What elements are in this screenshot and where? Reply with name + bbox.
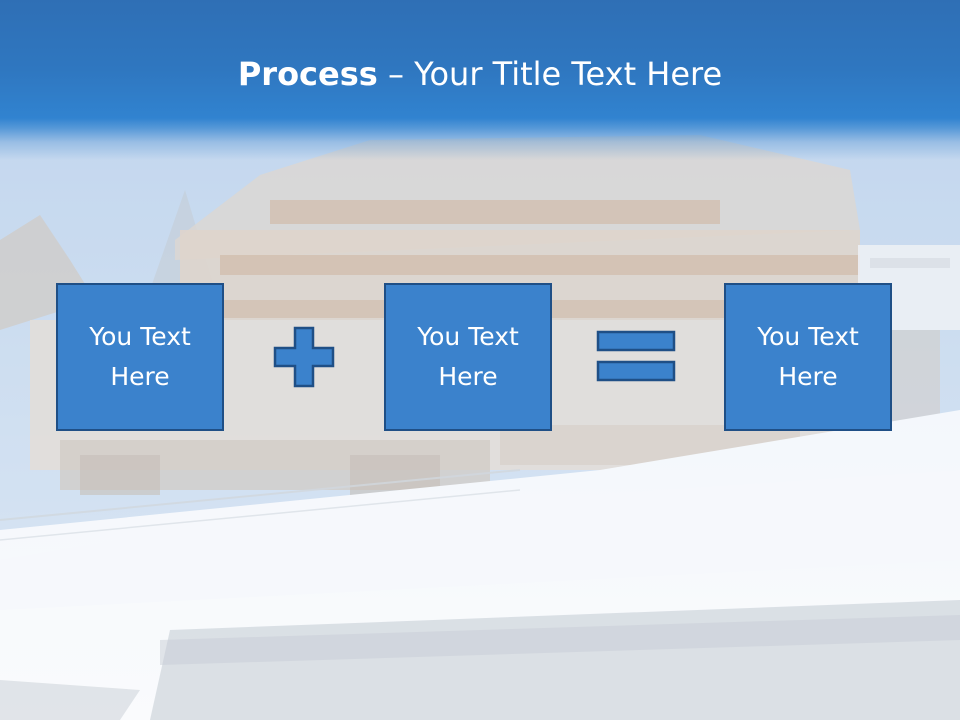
- process-box-2[interactable]: You Text Here: [384, 283, 552, 431]
- slide-title: Process – Your Title Text Here: [0, 52, 960, 96]
- process-box-3-text: You Text Here: [757, 322, 859, 391]
- process-box-2-text: You Text Here: [417, 322, 519, 391]
- process-box-1[interactable]: You Text Here: [56, 283, 224, 431]
- title-bold: Process: [237, 55, 378, 93]
- header-band: [0, 0, 960, 160]
- process-box-1-text: You Text Here: [89, 322, 191, 391]
- title-rest: – Your Title Text Here: [377, 55, 723, 93]
- process-box-3[interactable]: You Text Here: [724, 283, 892, 431]
- equals-icon: [596, 330, 676, 382]
- plus-icon: [273, 326, 335, 388]
